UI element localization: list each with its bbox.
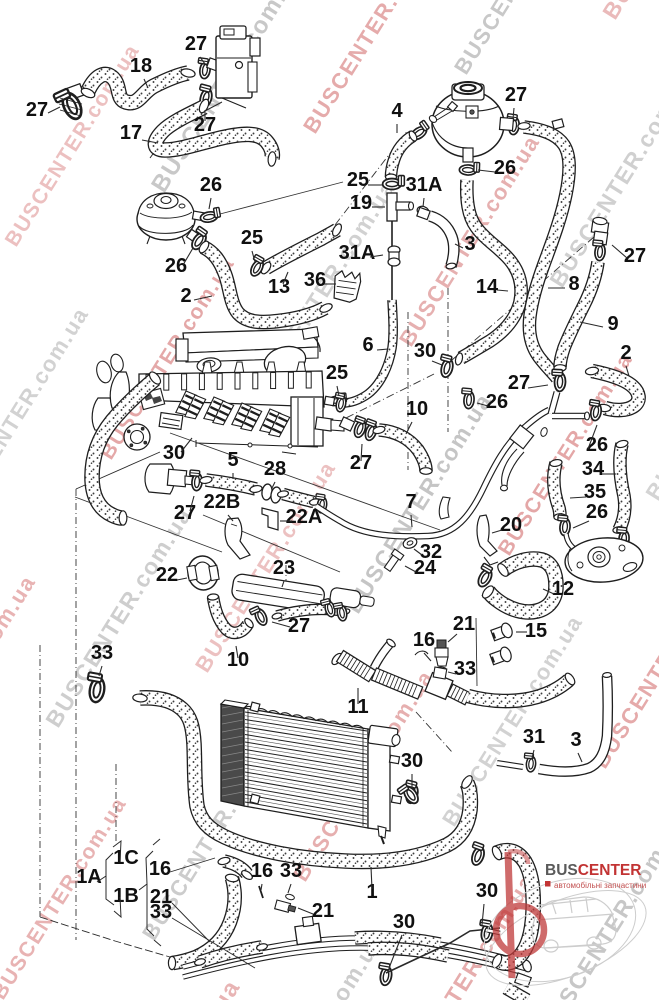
svg-text:30: 30 xyxy=(163,442,185,464)
svg-text:26: 26 xyxy=(165,255,187,277)
svg-text:31: 31 xyxy=(523,726,545,748)
svg-text:27: 27 xyxy=(194,114,216,136)
svg-text:2: 2 xyxy=(180,285,191,307)
svg-text:30: 30 xyxy=(401,750,423,772)
svg-text:31A: 31A xyxy=(339,242,376,264)
svg-text:27: 27 xyxy=(624,245,646,267)
svg-text:25: 25 xyxy=(326,362,348,384)
svg-text:27: 27 xyxy=(185,33,207,55)
svg-text:25: 25 xyxy=(241,227,263,249)
svg-text:26: 26 xyxy=(586,501,608,523)
svg-text:20: 20 xyxy=(500,514,522,536)
svg-text:22B: 22B xyxy=(204,491,241,513)
svg-text:12: 12 xyxy=(552,578,574,600)
svg-text:33: 33 xyxy=(150,901,172,923)
svg-text:25: 25 xyxy=(347,169,369,191)
svg-text:10: 10 xyxy=(227,649,249,671)
svg-text:16: 16 xyxy=(413,629,435,651)
svg-text:1A: 1A xyxy=(76,866,102,888)
svg-text:19: 19 xyxy=(350,192,372,214)
svg-text:18: 18 xyxy=(130,55,152,77)
svg-text:28: 28 xyxy=(264,458,286,480)
svg-text:16: 16 xyxy=(149,858,171,880)
svg-text:22A: 22A xyxy=(286,506,323,528)
svg-text:23: 23 xyxy=(273,557,295,579)
svg-text:16: 16 xyxy=(251,860,273,882)
svg-text:34: 34 xyxy=(582,458,605,480)
svg-text:33: 33 xyxy=(454,658,476,680)
svg-text:27: 27 xyxy=(508,372,530,394)
svg-text:26: 26 xyxy=(200,174,222,196)
svg-text:26: 26 xyxy=(486,391,508,413)
svg-text:33: 33 xyxy=(91,642,113,664)
svg-text:24: 24 xyxy=(414,557,437,579)
svg-text:BUSCENTER: BUSCENTER xyxy=(545,862,641,879)
svg-text:17: 17 xyxy=(120,122,142,144)
svg-text:27: 27 xyxy=(505,84,527,106)
svg-text:27: 27 xyxy=(350,452,372,474)
svg-text:7: 7 xyxy=(405,491,416,513)
svg-text:27: 27 xyxy=(174,502,196,524)
svg-text:21: 21 xyxy=(312,900,334,922)
svg-text:8: 8 xyxy=(568,273,579,295)
svg-text:35: 35 xyxy=(584,481,606,503)
svg-text:33: 33 xyxy=(280,860,302,882)
svg-text:1: 1 xyxy=(366,881,377,903)
svg-text:27: 27 xyxy=(26,99,48,121)
svg-text:1B: 1B xyxy=(113,885,139,907)
svg-text:4: 4 xyxy=(391,100,403,122)
svg-text:автомобільні запчастини: автомобільні запчастини xyxy=(554,881,646,890)
svg-text:30: 30 xyxy=(393,911,415,933)
svg-text:22: 22 xyxy=(156,564,178,586)
svg-text:31A: 31A xyxy=(406,174,443,196)
svg-text:6: 6 xyxy=(362,334,373,356)
svg-text:15: 15 xyxy=(525,620,547,642)
svg-text:9: 9 xyxy=(607,313,618,335)
svg-text:21: 21 xyxy=(150,886,172,908)
svg-text:21: 21 xyxy=(453,613,475,635)
svg-text:3: 3 xyxy=(570,729,581,751)
svg-text:27: 27 xyxy=(288,615,310,637)
svg-text:11: 11 xyxy=(347,696,368,718)
svg-text:5: 5 xyxy=(227,449,238,471)
svg-text:30: 30 xyxy=(414,340,436,362)
svg-text:14: 14 xyxy=(476,276,499,298)
svg-text:1C: 1C xyxy=(113,847,139,869)
svg-text:36: 36 xyxy=(304,269,326,291)
svg-text:10: 10 xyxy=(406,398,428,420)
svg-text:3: 3 xyxy=(464,233,475,255)
svg-text:13: 13 xyxy=(268,276,290,298)
svg-text:2: 2 xyxy=(620,342,631,364)
svg-text:30: 30 xyxy=(476,880,498,902)
svg-text:32: 32 xyxy=(420,541,442,563)
svg-text:26: 26 xyxy=(494,157,516,179)
